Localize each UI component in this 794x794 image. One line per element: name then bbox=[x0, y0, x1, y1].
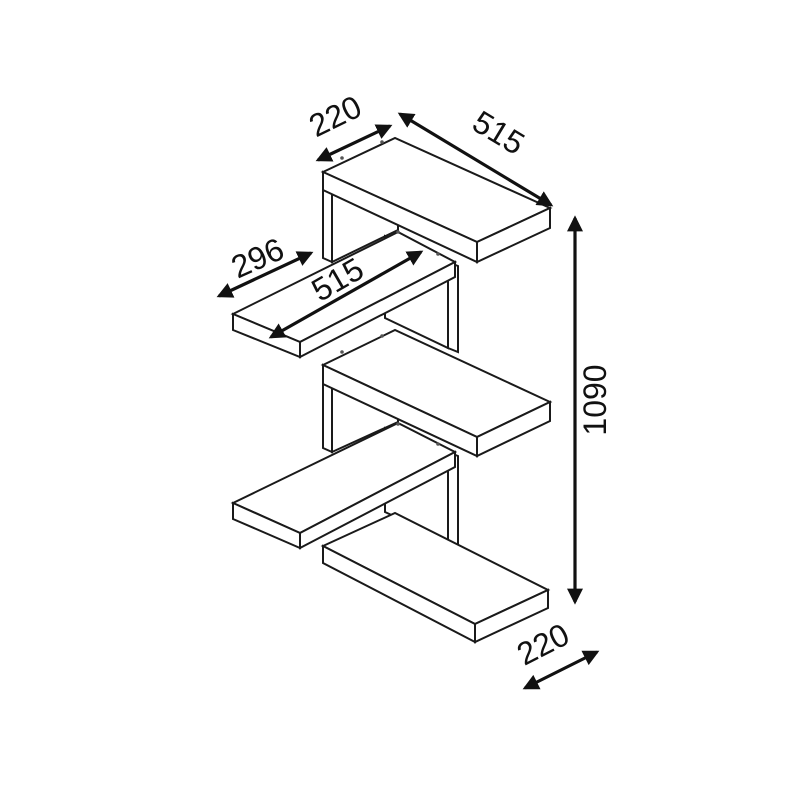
shelf-middle bbox=[320, 328, 553, 458]
dim-top-length-line bbox=[397, 112, 554, 207]
dim-top-length-label: 515 bbox=[467, 103, 531, 161]
shelf-lower-left bbox=[230, 421, 458, 550]
dim-bottom-depth-line bbox=[522, 650, 600, 690]
dim-top-depth-label: 220 bbox=[303, 88, 367, 144]
dim-height-label: 1090 bbox=[577, 364, 613, 435]
dim-mid-depth-label: 296 bbox=[226, 231, 289, 286]
shelf-bottom bbox=[320, 511, 551, 644]
dim-mid-length-line bbox=[268, 250, 424, 339]
dim-top-depth-line bbox=[315, 124, 393, 162]
dimension-lines bbox=[216, 112, 600, 690]
shelf-unit bbox=[230, 136, 553, 644]
dim-bottom-depth-label: 220 bbox=[511, 616, 575, 672]
